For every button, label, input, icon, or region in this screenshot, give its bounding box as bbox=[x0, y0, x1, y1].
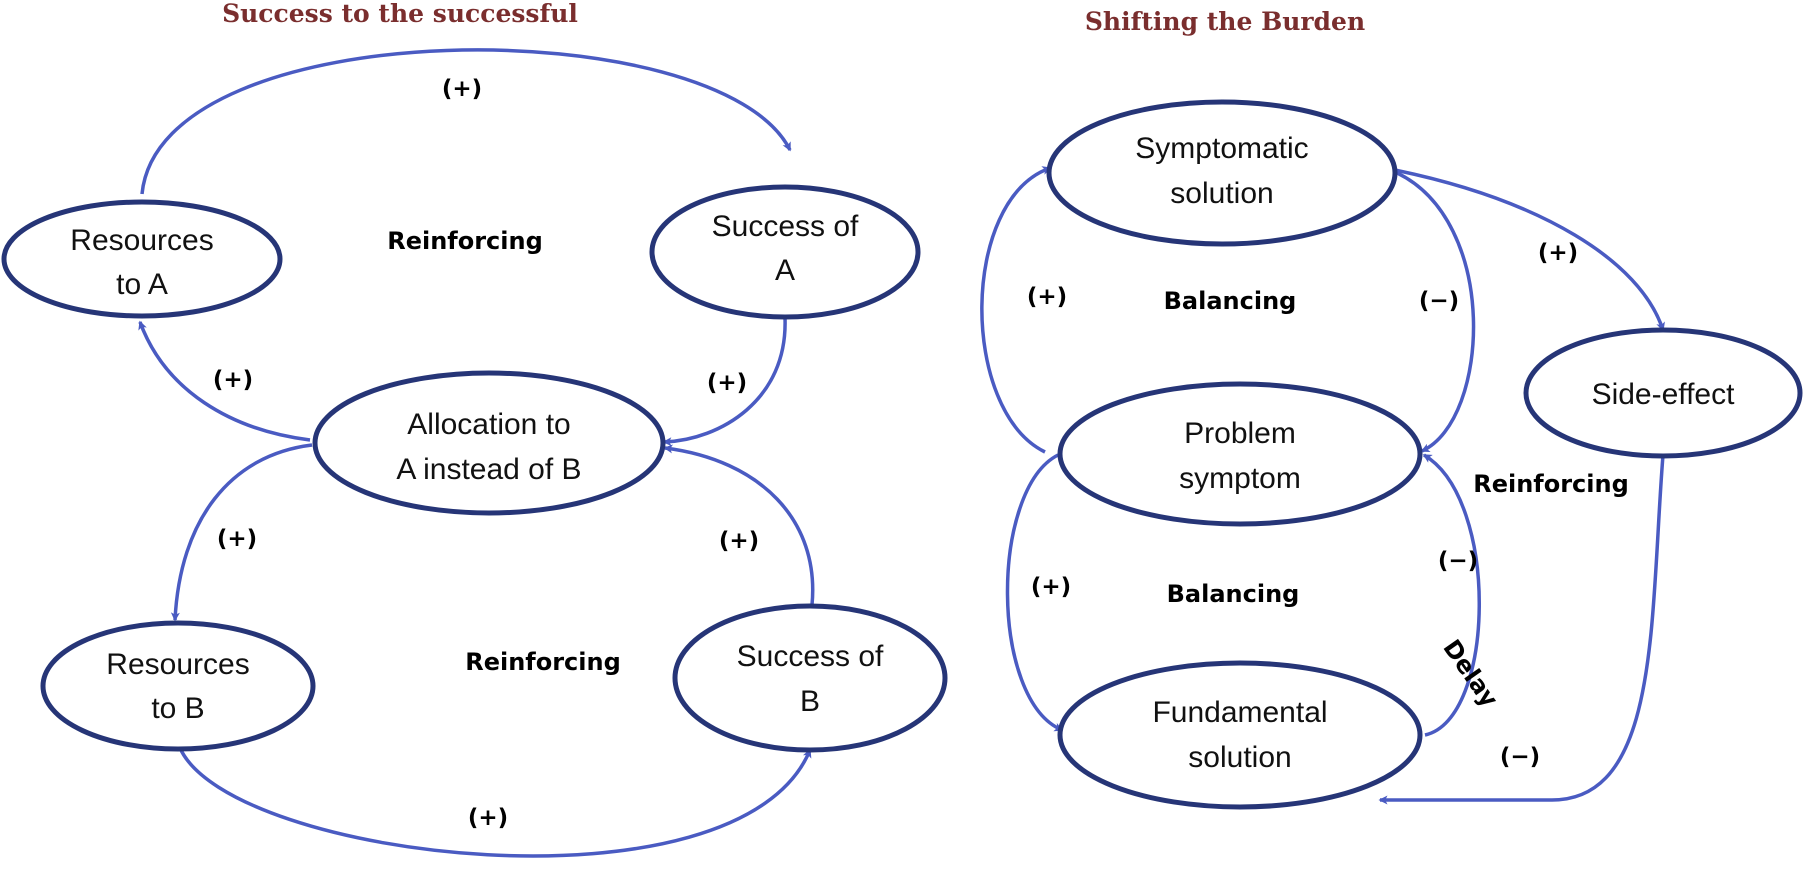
node-allocation: Allocation to A instead of B bbox=[312, 370, 666, 516]
node-fundamental-solution-line1: Fundamental bbox=[1152, 696, 1327, 729]
polarity-allocation-to-resources-a: (+) bbox=[213, 367, 253, 393]
delay-label: Delay bbox=[1437, 634, 1503, 712]
polarity-fundamental-to-problem: (−) bbox=[1438, 548, 1478, 574]
left-diagram-title: Success to the successful bbox=[222, 0, 578, 28]
arrow-resources-a-to-success-a bbox=[140, 48, 792, 195]
node-resources-to-b-line1: Resources bbox=[106, 648, 249, 681]
left-diagram: Success to the successful Resources to A… bbox=[1, 0, 948, 858]
node-side-effect: Side-effect bbox=[1523, 327, 1803, 459]
arrow-allocation-to-resources-b bbox=[170, 443, 313, 622]
polarity-symptomatic-to-problem: (−) bbox=[1419, 288, 1459, 314]
polarity-resources-a-to-success-a: (+) bbox=[442, 76, 482, 102]
node-allocation-line1: Allocation to bbox=[407, 408, 570, 441]
arrow-success-a-to-allocation bbox=[662, 317, 787, 447]
node-symptomatic-solution: Symptomatic solution bbox=[1046, 99, 1398, 247]
loop-label-bottom-balancing: Balancing bbox=[1167, 580, 1300, 608]
node-symptomatic-solution-line2: solution bbox=[1170, 177, 1273, 210]
loop-label-reinforcing: Reinforcing bbox=[1473, 470, 1629, 498]
right-diagram-title: Shifting the Burden bbox=[1085, 7, 1365, 36]
node-side-effect-label: Side-effect bbox=[1592, 378, 1736, 411]
node-success-of-b: Success of B bbox=[672, 603, 948, 753]
node-resources-to-b-line2: to B bbox=[151, 692, 204, 725]
polarity-success-b-to-allocation: (+) bbox=[719, 528, 759, 554]
polarity-symptomatic-to-side-effect: (+) bbox=[1538, 240, 1578, 266]
arrow-fundamental-to-problem bbox=[1422, 453, 1481, 737]
arrow-problem-to-fundamental bbox=[1005, 453, 1064, 732]
arrow-side-effect-to-fundamental bbox=[1378, 454, 1665, 805]
node-success-of-a: Success of A bbox=[649, 184, 921, 320]
arrow-allocation-to-resources-a bbox=[138, 320, 311, 442]
node-resources-to-a: Resources to A bbox=[1, 199, 283, 319]
polarity-problem-to-fundamental: (+) bbox=[1031, 574, 1071, 600]
node-fundamental-solution-line2: solution bbox=[1188, 741, 1291, 774]
arrow-resources-b-to-success-b bbox=[178, 747, 812, 858]
polarity-allocation-to-resources-b: (+) bbox=[217, 526, 257, 552]
arrow-symptomatic-to-problem bbox=[1394, 170, 1476, 453]
polarity-resources-b-to-success-b: (+) bbox=[468, 805, 508, 831]
arrow-problem-to-symptomatic bbox=[980, 166, 1052, 454]
node-resources-to-b: Resources to B bbox=[40, 620, 316, 752]
node-success-of-a-line1: Success of bbox=[712, 210, 859, 243]
loop-label-top-balancing: Balancing bbox=[1164, 287, 1297, 315]
node-success-of-b-line1: Success of bbox=[737, 640, 884, 673]
node-problem-symptom-line1: Problem bbox=[1184, 417, 1296, 450]
node-allocation-line2: A instead of B bbox=[396, 453, 581, 486]
node-symptomatic-solution-line1: Symptomatic bbox=[1135, 132, 1308, 165]
node-fundamental-solution: Fundamental solution bbox=[1057, 660, 1423, 810]
right-diagram: Shifting the Burden Symptomatic solution… bbox=[980, 7, 1803, 810]
node-success-of-b-line2: B bbox=[800, 685, 820, 718]
node-resources-to-a-line2: to A bbox=[116, 268, 168, 301]
polarity-success-a-to-allocation: (+) bbox=[707, 370, 747, 396]
node-success-of-a-line2: A bbox=[775, 254, 795, 287]
polarity-side-effect-to-fundamental: (−) bbox=[1500, 744, 1540, 770]
node-problem-symptom: Problem symptom bbox=[1057, 381, 1423, 527]
loop-label-top-reinforcing: Reinforcing bbox=[387, 227, 543, 255]
loop-label-bottom-reinforcing: Reinforcing bbox=[465, 648, 621, 676]
polarity-problem-to-symptomatic: (+) bbox=[1027, 284, 1067, 310]
arrow-success-b-to-allocation bbox=[663, 444, 815, 606]
arrow-symptomatic-to-side-effect bbox=[1394, 168, 1665, 332]
node-resources-to-a-line1: Resources bbox=[70, 224, 213, 257]
node-problem-symptom-line2: symptom bbox=[1179, 462, 1301, 495]
